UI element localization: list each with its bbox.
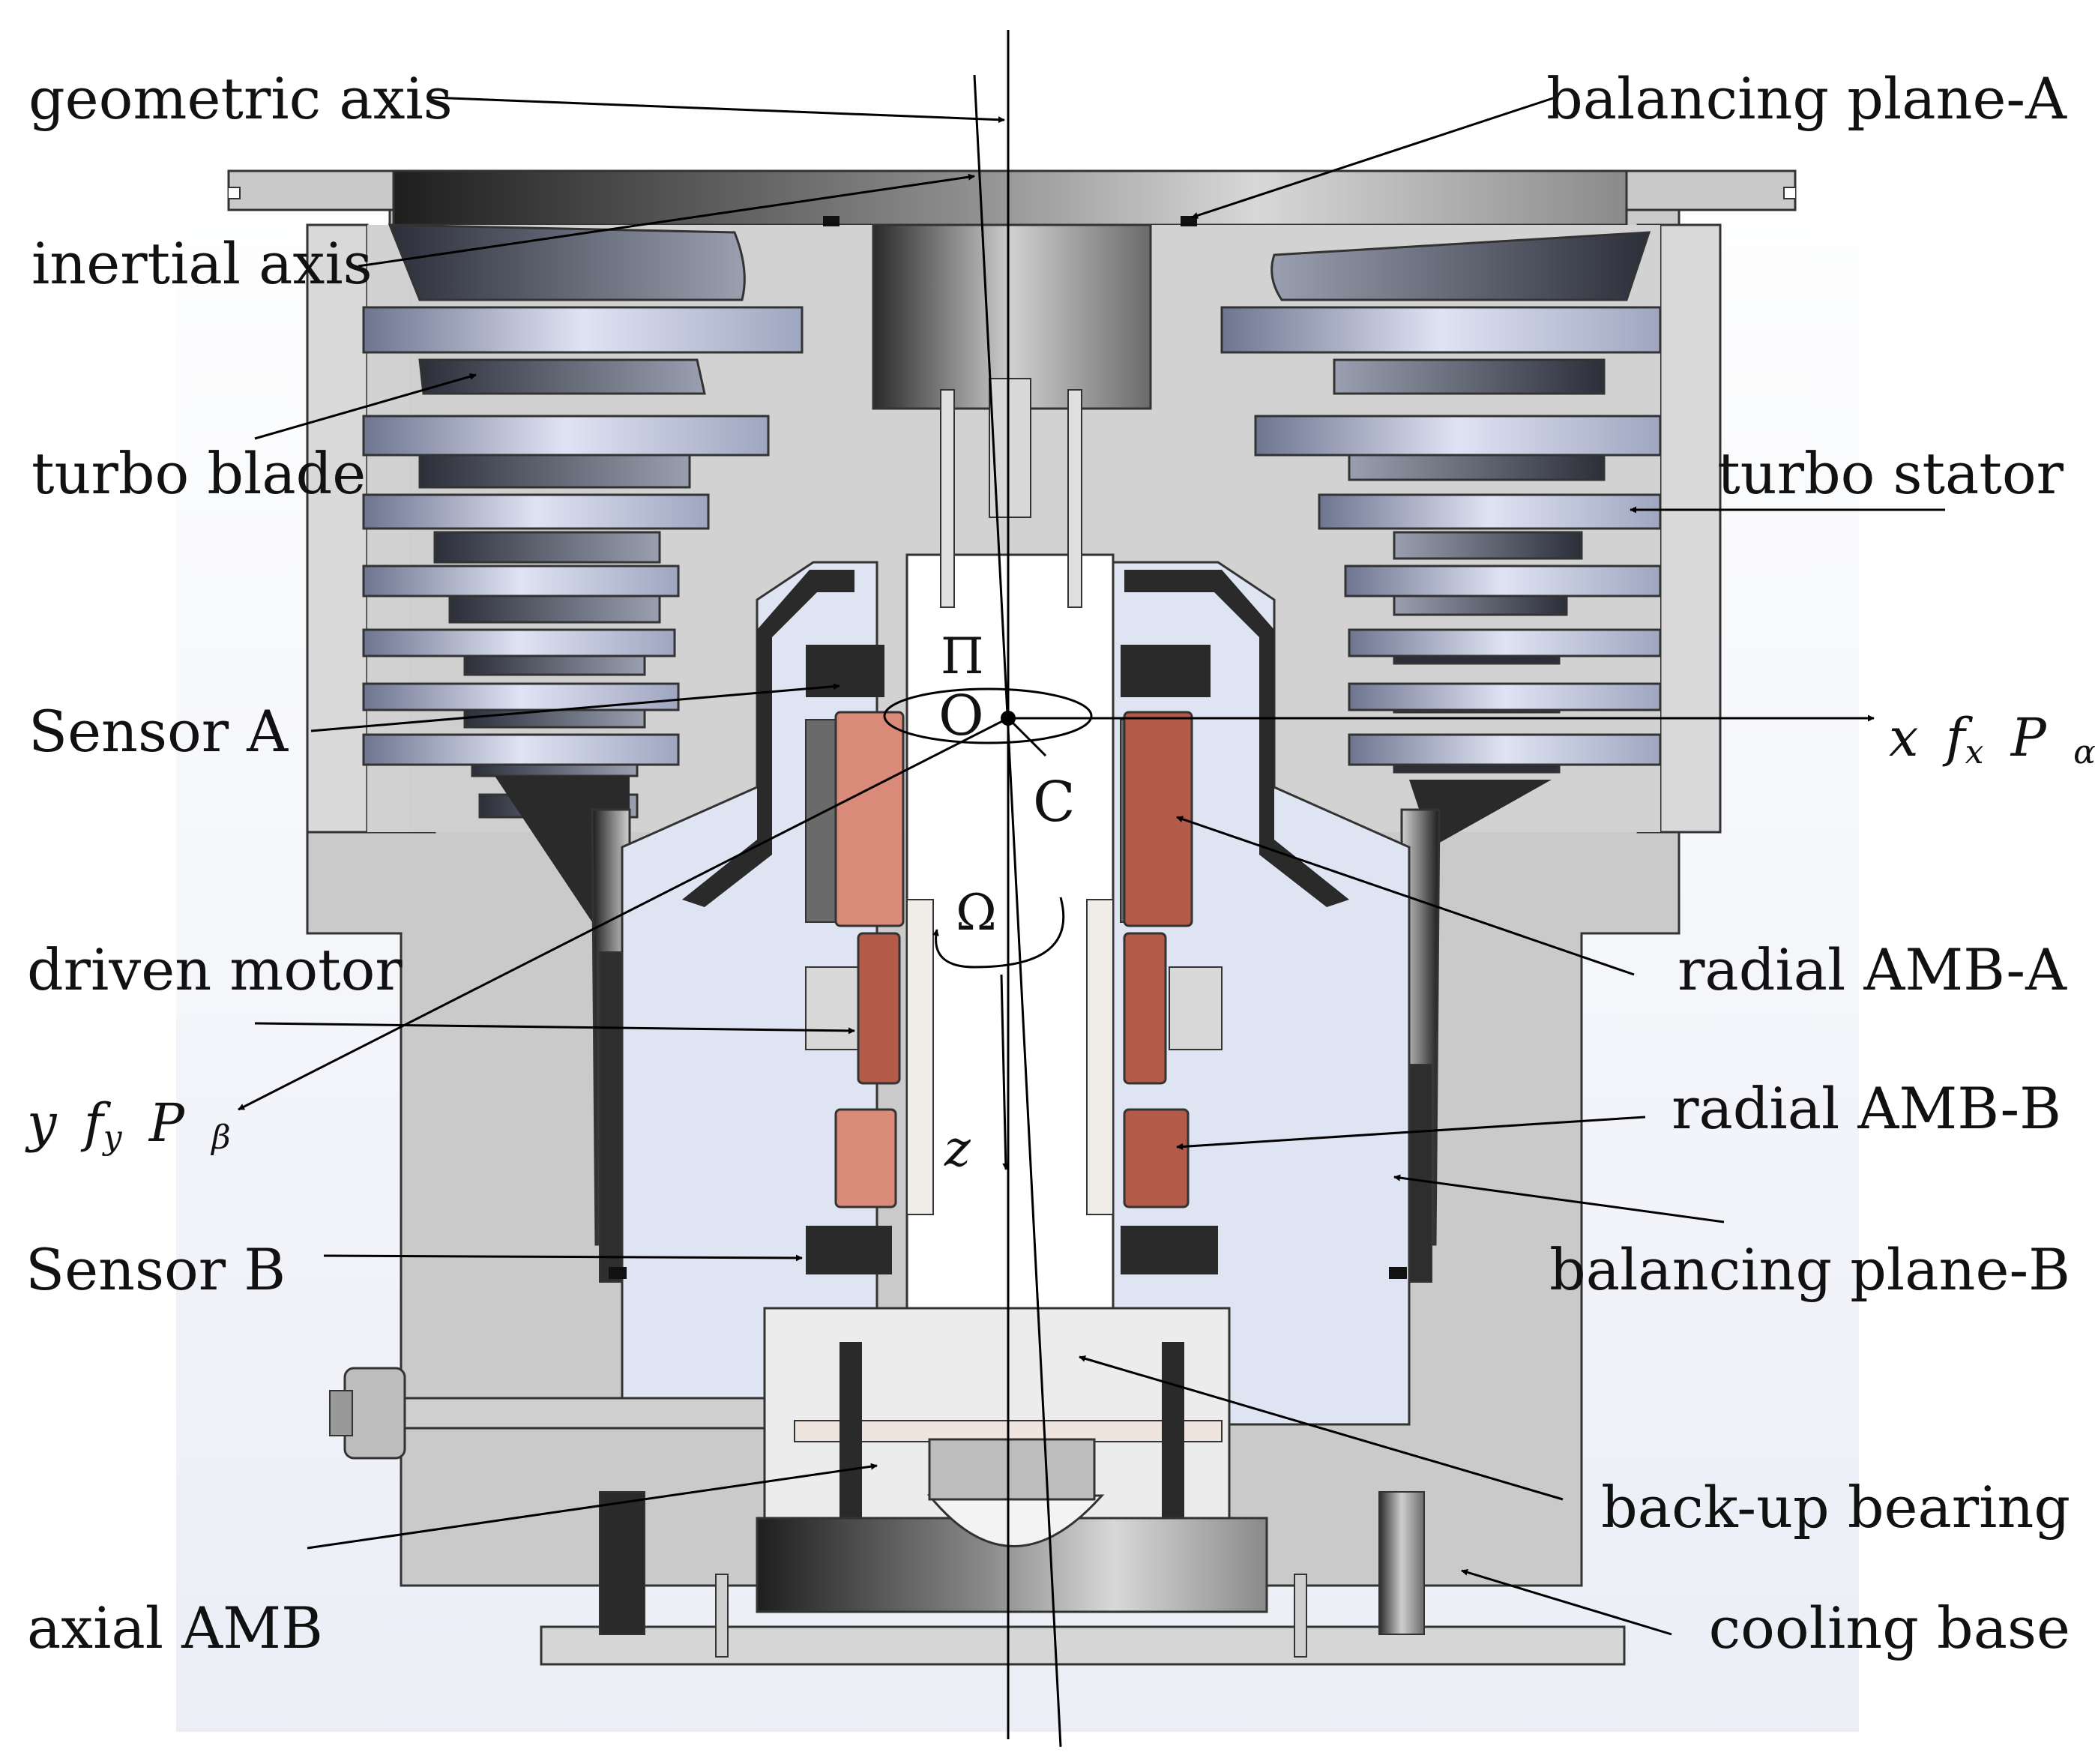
leader-axial-amb	[307, 1463, 878, 1550]
leader-back-up-bearing	[1079, 1355, 1564, 1501]
symbol-omega: Ω	[956, 884, 997, 942]
leader-balancing-plane-a	[1191, 96, 1556, 219]
y-axis-label: y fy P β	[25, 1092, 231, 1161]
label-radial-amb-a: radial AMB-A	[1677, 936, 2067, 1003]
x-axis-x: x	[1889, 707, 1918, 768]
label-radial-amb-b: radial AMB-B	[1672, 1075, 2061, 1142]
x-axis-p-sub: α	[2073, 733, 2095, 771]
label-balancing-plane-a: balancing plane-A	[1546, 65, 2067, 132]
y-axis-arrow	[238, 717, 1009, 1111]
leader-sensor-b	[323, 1254, 803, 1262]
top-hub	[872, 223, 1152, 608]
leader-cooling-base	[1461, 1569, 1672, 1636]
left-blade-stack	[362, 223, 804, 922]
x-axis-p: P	[2010, 707, 2048, 768]
label-turbo-stator: turbo stator	[1717, 440, 2064, 507]
inertial-axis-line	[973, 74, 1062, 1748]
y-axis-p: P	[148, 1092, 186, 1154]
lower-assembly	[329, 216, 1425, 1658]
leader-inertial-axis	[358, 173, 975, 268]
leader-driven-motor	[254, 1022, 855, 1035]
leader-radial-amb-b	[1176, 1116, 1646, 1150]
z-axis-arrow	[1000, 974, 1010, 1170]
symbol-z: z	[944, 1120, 971, 1178]
symbol-pi: Π	[941, 627, 984, 685]
leader-turbo-blade	[254, 373, 477, 440]
omega-rotation-arc	[932, 897, 1065, 969]
symbol-o: O	[938, 684, 984, 748]
leader-lines	[254, 96, 1945, 1636]
y-axis-y: y	[25, 1092, 58, 1154]
plane-pi-ellipse	[883, 687, 1093, 744]
label-turbo-blade: turbo blade	[31, 440, 366, 507]
label-driven-motor: driven motor	[27, 936, 403, 1003]
label-sensor-a: Sensor A	[28, 698, 289, 765]
label-cooling-base: cooling base	[1709, 1595, 2070, 1661]
label-sensor-b: Sensor B	[25, 1236, 286, 1303]
rotor-shaft	[905, 553, 1115, 1437]
label-back-up-bearing: back-up bearing	[1601, 1474, 2070, 1541]
leader-sensor-a	[310, 683, 840, 732]
label-geometric-axis: geometric axis	[28, 65, 453, 132]
label-axial-amb: axial AMB	[27, 1595, 323, 1661]
o-to-c-line	[1007, 717, 1047, 757]
label-balancing-plane-b: balancing plane-B	[1549, 1236, 2070, 1303]
x-axis-label: x fx P α	[1889, 707, 2095, 776]
right-blade-stack	[1220, 231, 1662, 847]
leader-geometric-axis	[430, 96, 1005, 124]
symbol-c: C	[1033, 770, 1076, 834]
x-axis-f-sub: x	[1965, 733, 1984, 771]
label-inertial-axis: inertial axis	[31, 230, 373, 297]
leader-radial-amb-a	[1176, 816, 1635, 976]
y-axis-f-sub: y	[102, 1119, 123, 1157]
y-axis-p-sub: β	[210, 1119, 230, 1157]
leader-balancing-plane-b	[1393, 1174, 1725, 1223]
